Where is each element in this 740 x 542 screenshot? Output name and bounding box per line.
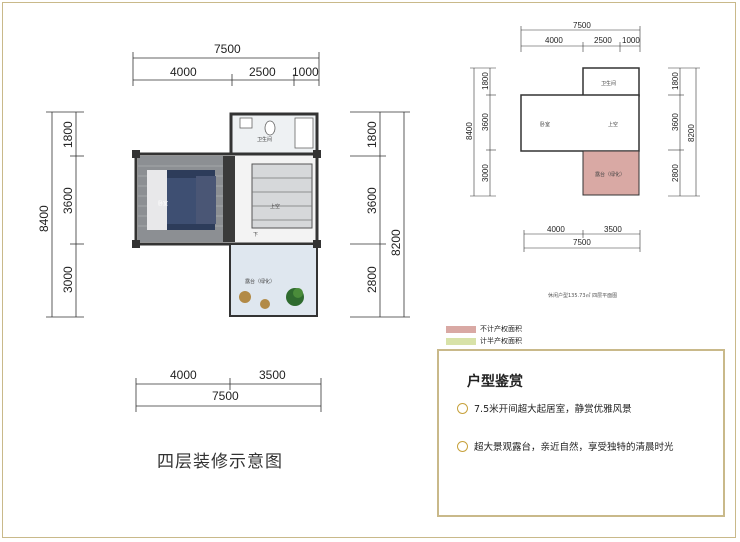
main-bottom-seg-1: 4000 xyxy=(170,368,197,382)
mini-left-seg-1: 1800 xyxy=(481,72,490,90)
main-right-seg-1: 1800 xyxy=(365,121,379,148)
main-bottom-seg-2: 3500 xyxy=(259,368,286,382)
mini-left-total: 8400 xyxy=(465,122,474,140)
mini-bottom-total: 7500 xyxy=(573,238,591,247)
legend: 不计产权面积 计半产权面积 xyxy=(446,323,522,347)
plan-caption: 四层装修示意图 xyxy=(157,452,283,472)
legend-swatch-green xyxy=(446,337,476,345)
mini-top-seg-2: 2500 xyxy=(594,36,612,45)
legend-item: 不计产权面积 xyxy=(446,323,522,335)
main-top-seg-3: 1000 xyxy=(292,65,319,79)
mini-room-bathroom: 卫生间 xyxy=(601,80,616,87)
feature-text: 7.5米开间超大起居室，静赏优雅风景 xyxy=(474,404,632,415)
mini-bottom-seg-2: 3500 xyxy=(604,225,622,234)
legend-label: 计半产权面积 xyxy=(480,337,522,345)
main-left-seg-1: 1800 xyxy=(61,121,75,148)
room-down: 下 xyxy=(253,232,258,238)
mini-left-seg-3: 3000 xyxy=(481,164,490,182)
mini-right-seg-1: 1800 xyxy=(671,72,680,90)
main-bottom-total: 7500 xyxy=(212,389,239,403)
mini-right-seg-2: 3600 xyxy=(671,113,680,131)
main-top-seg-2: 2500 xyxy=(249,65,276,79)
mini-top-total: 7500 xyxy=(573,21,591,30)
plan-note: 休闲户型135.73㎡ 四层平面图 xyxy=(548,293,618,299)
main-left-seg-3: 3000 xyxy=(61,266,75,293)
circle-bullet-icon xyxy=(457,440,468,452)
main-left-total: 8400 xyxy=(37,205,51,232)
info-panel: 户型鉴赏 7.5米开间超大起居室，静赏优雅风景 超大景观露台，亲近自然，享受独特… xyxy=(437,349,725,517)
mini-right-total: 8200 xyxy=(687,124,696,142)
feature-text: 超大景观露台，亲近自然，享受独特的清晨时光 xyxy=(474,442,674,453)
mini-room-void: 上空 xyxy=(608,121,618,128)
circle-bullet-icon xyxy=(457,402,468,414)
mini-room-bedroom: 卧室 xyxy=(540,121,550,128)
info-title: 户型鉴赏 xyxy=(467,374,523,390)
mini-top-seg-1: 4000 xyxy=(545,36,563,45)
main-right-total: 8200 xyxy=(389,229,403,256)
mini-bottom-seg-1: 4000 xyxy=(547,225,565,234)
room-bathroom: 卫生间 xyxy=(257,136,272,143)
room-void: 上空 xyxy=(270,203,280,210)
main-top-total: 7500 xyxy=(214,42,241,56)
main-top-seg-1: 4000 xyxy=(170,65,197,79)
main-right-seg-2: 3600 xyxy=(365,187,379,214)
room-bedroom: 卧室 xyxy=(158,200,168,207)
legend-swatch-pink xyxy=(446,325,476,333)
mini-left-seg-2: 3600 xyxy=(481,113,490,131)
main-left-seg-2: 3600 xyxy=(61,187,75,214)
feature-item: 超大景观露台，亲近自然，享受独特的清晨时光 xyxy=(457,439,705,453)
mini-right-seg-3: 2800 xyxy=(671,164,680,182)
feature-item: 7.5米开间超大起居室，静赏优雅风景 xyxy=(457,401,705,415)
main-right-seg-3: 2800 xyxy=(365,266,379,293)
mini-room-terrace: 露台（绿化） xyxy=(595,171,625,178)
room-terrace: 露台（绿化） xyxy=(245,278,275,285)
legend-label: 不计产权面积 xyxy=(480,325,522,333)
legend-item: 计半产权面积 xyxy=(446,335,522,347)
mini-top-seg-3: 1000 xyxy=(622,36,640,45)
